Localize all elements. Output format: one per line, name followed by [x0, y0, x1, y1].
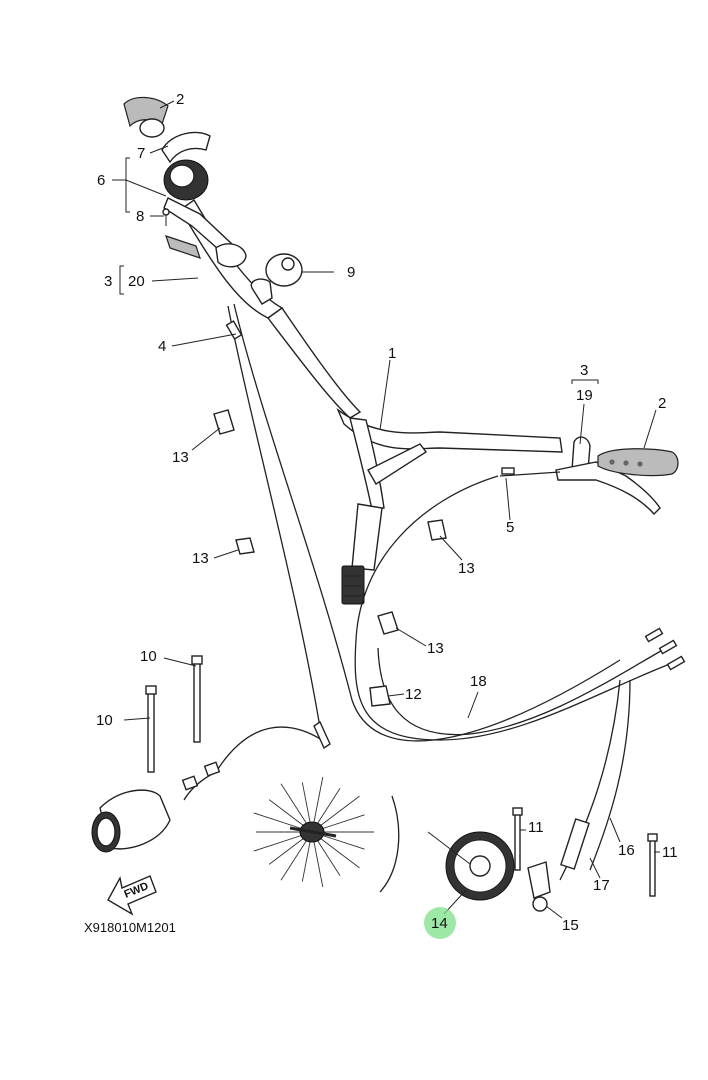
callout-1[interactable]: 1	[388, 345, 396, 362]
callout-labels: 2 7 6 8 3 20 9 4 1 3 19 2 13 5 13 13 13 …	[96, 91, 678, 934]
cables	[183, 303, 686, 881]
callout-6[interactable]: 6	[97, 172, 105, 189]
brake-rotor	[427, 831, 515, 901]
callout-13-c[interactable]: 13	[458, 560, 475, 577]
callout-highlight	[424, 907, 456, 939]
callout-20[interactable]: 20	[128, 273, 145, 290]
callout-19[interactable]: 19	[576, 387, 593, 404]
right-lever-assembly	[555, 436, 679, 516]
callout-8[interactable]: 8	[136, 208, 144, 225]
callout-7[interactable]: 7	[137, 145, 145, 162]
callout-16[interactable]: 16	[618, 842, 635, 859]
callout-13-d[interactable]: 13	[427, 640, 444, 657]
callout-10-a[interactable]: 10	[140, 648, 157, 665]
left-grip	[123, 96, 169, 138]
wheel-axle	[289, 826, 337, 838]
left-lever-holder	[161, 131, 247, 268]
bell	[250, 253, 303, 305]
leader-lines	[112, 100, 660, 919]
callout-2-left-grip[interactable]: 2	[176, 91, 184, 108]
callout-14[interactable]: 14	[431, 915, 448, 932]
callout-13-b[interactable]: 13	[192, 550, 209, 567]
callout-11-a[interactable]: 11	[528, 819, 544, 836]
cable-clips	[213, 409, 447, 707]
sensor	[527, 818, 590, 912]
callout-3-left[interactable]: 3	[104, 273, 112, 290]
callout-5[interactable]: 5	[506, 519, 514, 536]
callout-4[interactable]: 4	[158, 338, 166, 355]
fwd-arrow: FWD	[107, 875, 157, 916]
wheel-rim	[379, 795, 400, 893]
cable-ties	[145, 655, 658, 897]
front-wheel-hub	[253, 776, 400, 893]
lamp	[91, 761, 221, 853]
callout-12[interactable]: 12	[405, 686, 422, 703]
callout-15[interactable]: 15	[562, 917, 579, 934]
callout-9[interactable]: 9	[347, 264, 355, 281]
diagram-code: X918010M1201	[84, 920, 176, 935]
callout-2-right-grip[interactable]: 2	[658, 395, 666, 412]
callout-11-b[interactable]: 11	[662, 844, 678, 861]
callout-3-right[interactable]: 3	[580, 362, 588, 379]
callout-17[interactable]: 17	[593, 877, 610, 894]
callout-18[interactable]: 18	[470, 673, 487, 690]
callout-13-a[interactable]: 13	[172, 449, 189, 466]
callout-10-b[interactable]: 10	[96, 712, 113, 729]
